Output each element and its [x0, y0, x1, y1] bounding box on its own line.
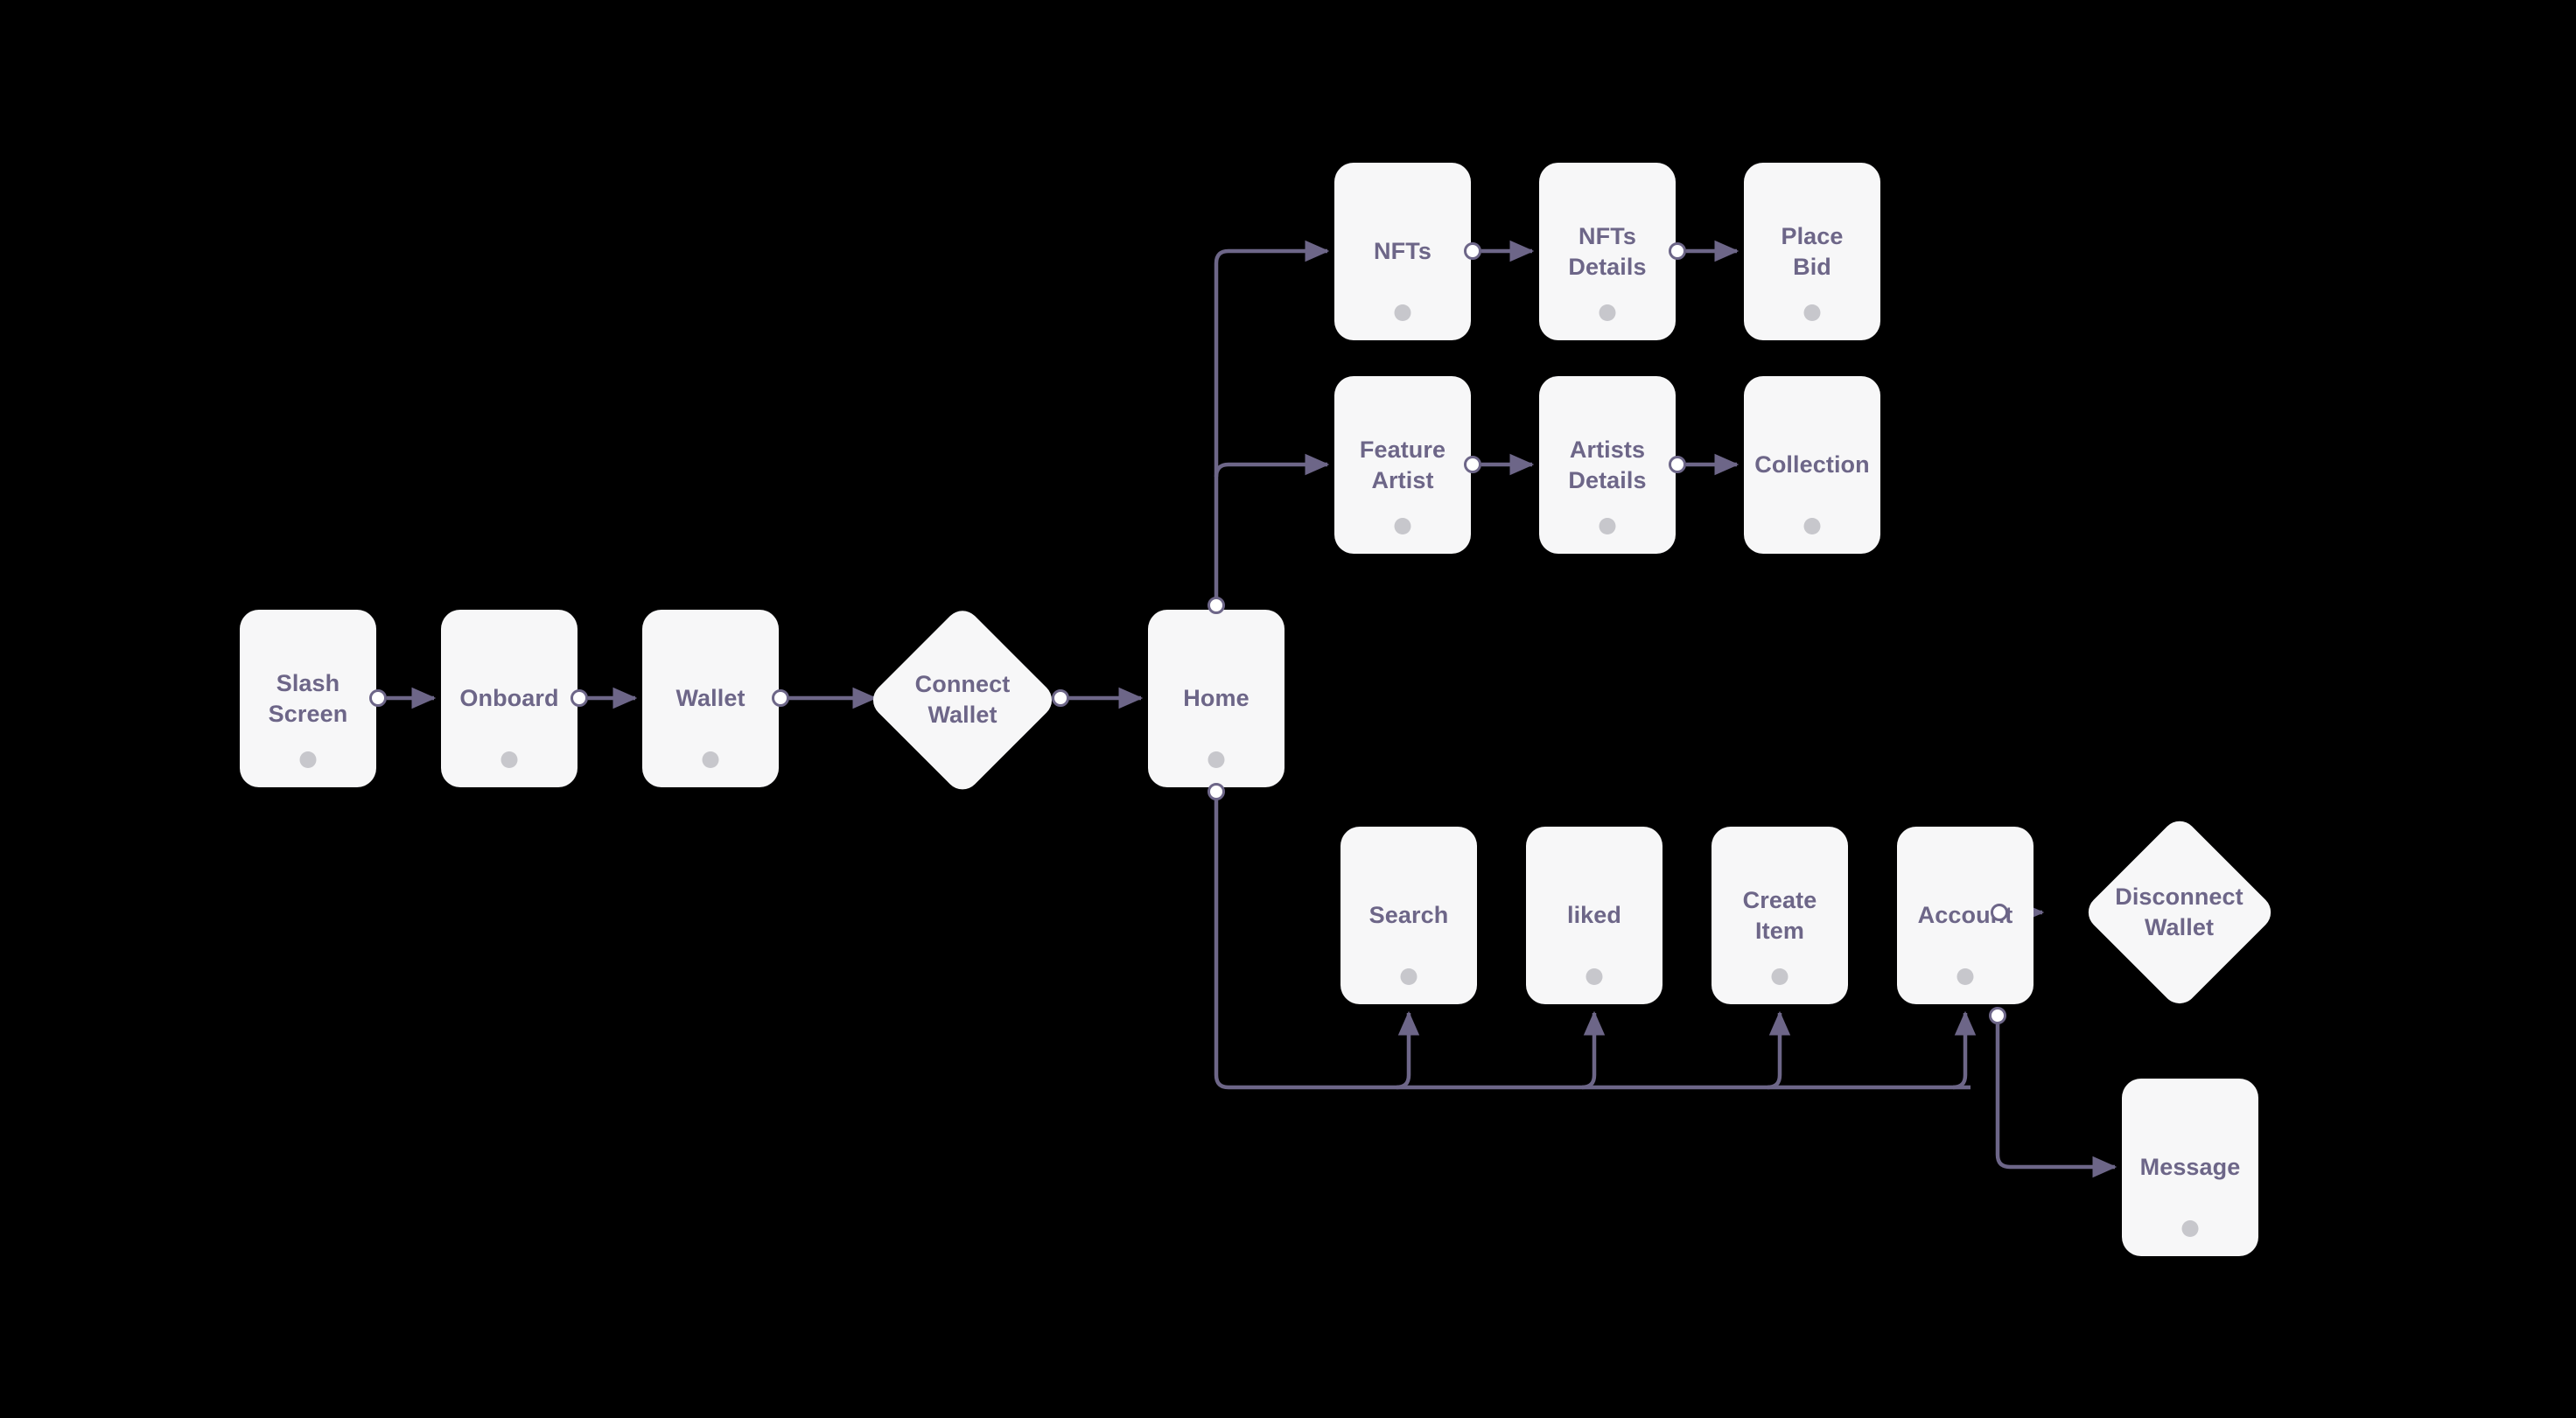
node-liked[interactable]: liked	[1526, 827, 1662, 1004]
home-indicator-dot	[1586, 968, 1603, 985]
port-home-bottom[interactable]	[1208, 783, 1225, 800]
node-label-artists-details: Artists Details	[1568, 436, 1647, 493]
home-indicator-dot	[1599, 304, 1616, 321]
node-label-feature-artist: Feature Artist	[1359, 436, 1446, 493]
port-home-top[interactable]	[1208, 597, 1225, 614]
port-onboard-right[interactable]	[570, 689, 588, 707]
home-indicator-dot	[1803, 518, 1821, 534]
port-artists-right[interactable]	[1669, 456, 1686, 473]
home-indicator-dot	[1394, 304, 1411, 321]
port-nfts-right[interactable]	[1464, 242, 1481, 260]
node-account[interactable]: Account	[1897, 827, 2034, 1004]
node-label-place-bid: Place Bid	[1781, 222, 1844, 280]
node-slash-screen[interactable]: Slash Screen	[240, 610, 376, 787]
home-indicator-dot	[2181, 1220, 2199, 1237]
node-label-liked: liked	[1566, 902, 1622, 929]
port-disconnect-left[interactable]	[1991, 904, 2008, 921]
port-account-bottom[interactable]	[1989, 1007, 2006, 1024]
port-nftsdet-right[interactable]	[1669, 242, 1686, 260]
node-nfts-details[interactable]: NFTs Details	[1539, 163, 1676, 340]
home-indicator-dot	[299, 751, 317, 768]
edge-bus-to-liked	[1581, 1010, 1606, 1090]
node-label-collection: Collection	[1754, 451, 1870, 478]
node-search[interactable]: Search	[1340, 827, 1477, 1004]
port-feature-right[interactable]	[1464, 456, 1481, 473]
edge-bus-to-create-item	[1767, 1010, 1791, 1090]
node-label-nfts: NFTs	[1374, 238, 1432, 265]
home-indicator-dot	[1208, 751, 1225, 768]
node-label-slash-screen: Slash Screen	[268, 669, 348, 727]
home-indicator-dot	[1771, 968, 1788, 985]
diamond-shape-connect-wallet	[866, 604, 1059, 796]
node-wallet[interactable]: Wallet	[642, 610, 779, 787]
node-message[interactable]: Message	[2122, 1079, 2258, 1256]
diamond-shape-disconnect-wallet	[2081, 814, 2278, 1010]
node-collection[interactable]: Collection	[1744, 376, 1880, 554]
port-slash-right[interactable]	[369, 689, 387, 707]
node-connect-wallet[interactable]: Connect Wallet	[866, 604, 1059, 796]
edge-account-to-message	[1995, 1024, 2118, 1178]
edge-home-to-feature-artist	[1214, 453, 1330, 478]
node-onboard[interactable]: Onboard	[441, 610, 578, 787]
home-indicator-dot	[1394, 518, 1411, 534]
home-indicator-dot	[1400, 968, 1418, 985]
node-home[interactable]: Home	[1148, 610, 1284, 787]
home-indicator-dot	[702, 751, 719, 768]
edge-bus-to-account	[1952, 1010, 1977, 1090]
node-feature-artist[interactable]: Feature Artist	[1334, 376, 1471, 554]
home-indicator-dot	[1599, 518, 1616, 534]
node-label-nfts-details: NFTs Details	[1568, 222, 1647, 280]
node-disconnect-wallet[interactable]: Disconnect Wallet	[2081, 814, 2278, 1010]
edge-bus-to-search	[1396, 1010, 1420, 1090]
node-label-account: Account	[1917, 902, 2013, 929]
node-create-item[interactable]: Create Item	[1712, 827, 1848, 1004]
node-label-search: Search	[1368, 902, 1449, 929]
node-label-create-item: Create Item	[1742, 886, 1817, 944]
node-label-wallet: Wallet	[676, 685, 746, 712]
node-label-home: Home	[1183, 685, 1250, 712]
node-label-onboard: Onboard	[459, 685, 559, 712]
home-indicator-dot	[1803, 304, 1821, 321]
home-indicator-dot	[1956, 968, 1974, 985]
node-place-bid[interactable]: Place Bid	[1744, 163, 1880, 340]
node-label-message: Message	[2139, 1154, 2241, 1181]
port-connect-right[interactable]	[1052, 689, 1069, 707]
port-wallet-right[interactable]	[772, 689, 789, 707]
edge-home-to-nfts	[1214, 240, 1330, 264]
node-nfts[interactable]: NFTs	[1334, 163, 1471, 340]
home-indicator-dot	[500, 751, 518, 768]
node-artists-details[interactable]: Artists Details	[1539, 376, 1676, 554]
